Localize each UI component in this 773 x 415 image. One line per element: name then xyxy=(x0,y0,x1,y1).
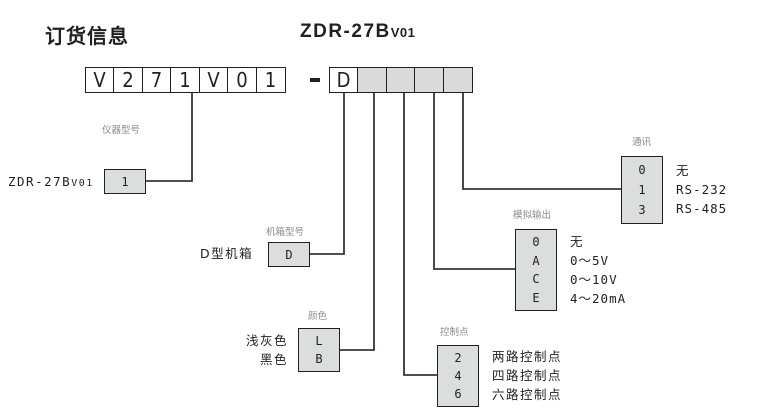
code-cell-comm[interactable] xyxy=(442,67,473,93)
chassis-code-box: D xyxy=(268,242,310,267)
code-prefix: V 2 7 1 V 0 1 xyxy=(84,67,286,93)
line-chassis xyxy=(302,93,345,255)
code-cell-analog[interactable] xyxy=(414,67,444,93)
option-desc: 黑色 xyxy=(259,352,288,367)
instrument-code-box: 1 xyxy=(104,169,146,194)
code-cell: V xyxy=(198,67,229,93)
option-code: 1 xyxy=(638,183,646,197)
option-desc: 4～20mA xyxy=(570,291,627,306)
color-code-box: L B xyxy=(298,328,340,372)
comm-code-box: 0 1 3 xyxy=(621,156,663,224)
control-category: 控制点 xyxy=(440,327,469,338)
option-desc: 0～5V xyxy=(570,253,610,268)
code-cell-control[interactable] xyxy=(385,67,416,93)
line-analog xyxy=(433,93,515,270)
option-code: E xyxy=(532,290,540,305)
code-cell: 1 xyxy=(255,67,286,93)
code-separator xyxy=(310,78,320,82)
option-code: 2 xyxy=(454,351,462,365)
control-descriptions: 两路控制点 四路控制点 六路控制点 xyxy=(492,347,562,404)
line-comm xyxy=(462,93,621,190)
option-code: 0 xyxy=(638,163,646,177)
code-cell-color[interactable] xyxy=(357,67,387,93)
analog-code-box: 0 A C E xyxy=(515,229,557,311)
option-desc: RS-232 xyxy=(676,182,728,197)
chassis-label: D型机箱 xyxy=(200,246,254,261)
color-descriptions: 浅灰色 黑色 xyxy=(218,331,288,369)
color-category: 颜色 xyxy=(308,311,328,322)
option-code: 6 xyxy=(454,387,462,401)
code-cell: 2 xyxy=(113,67,143,93)
analog-category: 模拟输出 xyxy=(513,210,552,221)
code-suffix: D xyxy=(328,67,473,93)
comm-descriptions: 无 RS-232 RS-485 xyxy=(676,161,727,218)
option-desc: 0～10V xyxy=(570,272,618,287)
comm-category: 通讯 xyxy=(632,137,652,148)
code-cell: V xyxy=(84,67,115,93)
option-desc: 六路控制点 xyxy=(492,387,563,402)
page-title: 订货信息 xyxy=(45,24,129,48)
option-code: A xyxy=(532,253,540,268)
option-code: D xyxy=(285,247,293,262)
option-desc: 四路控制点 xyxy=(492,368,563,383)
option-desc: 浅灰色 xyxy=(245,333,288,348)
line-control xyxy=(403,93,437,376)
option-desc: 无 xyxy=(676,163,690,178)
code-cell: 1 xyxy=(170,67,200,93)
option-code: B xyxy=(315,352,323,366)
analog-descriptions: 无 0～5V 0～10V 4～20mA xyxy=(570,232,626,308)
model-suffix: V01 xyxy=(390,25,416,40)
model-main: ZDR-27B xyxy=(300,21,391,42)
code-cell-chassis: D xyxy=(328,67,359,93)
line-instrument xyxy=(146,93,193,182)
code-cell: 0 xyxy=(227,67,257,93)
option-code: 0 xyxy=(532,235,540,250)
chassis-category: 机箱型号 xyxy=(266,227,305,238)
option-code: 3 xyxy=(638,203,646,217)
instrument-label: ZDR-27BV01 xyxy=(8,174,94,189)
control-code-box: 2 4 6 xyxy=(437,345,479,407)
option-desc: 两路控制点 xyxy=(492,349,563,364)
option-code: 1 xyxy=(121,174,129,189)
instrument-category: 仪器型号 xyxy=(102,125,141,136)
code-cell: 7 xyxy=(141,67,172,93)
model-title: ZDR-27BV01 xyxy=(300,21,415,43)
option-code: C xyxy=(532,272,540,287)
line-color xyxy=(339,93,375,351)
option-desc: RS-485 xyxy=(676,201,728,216)
option-code: 4 xyxy=(454,369,462,383)
option-desc: 无 xyxy=(570,234,584,249)
option-code: L xyxy=(315,334,323,348)
